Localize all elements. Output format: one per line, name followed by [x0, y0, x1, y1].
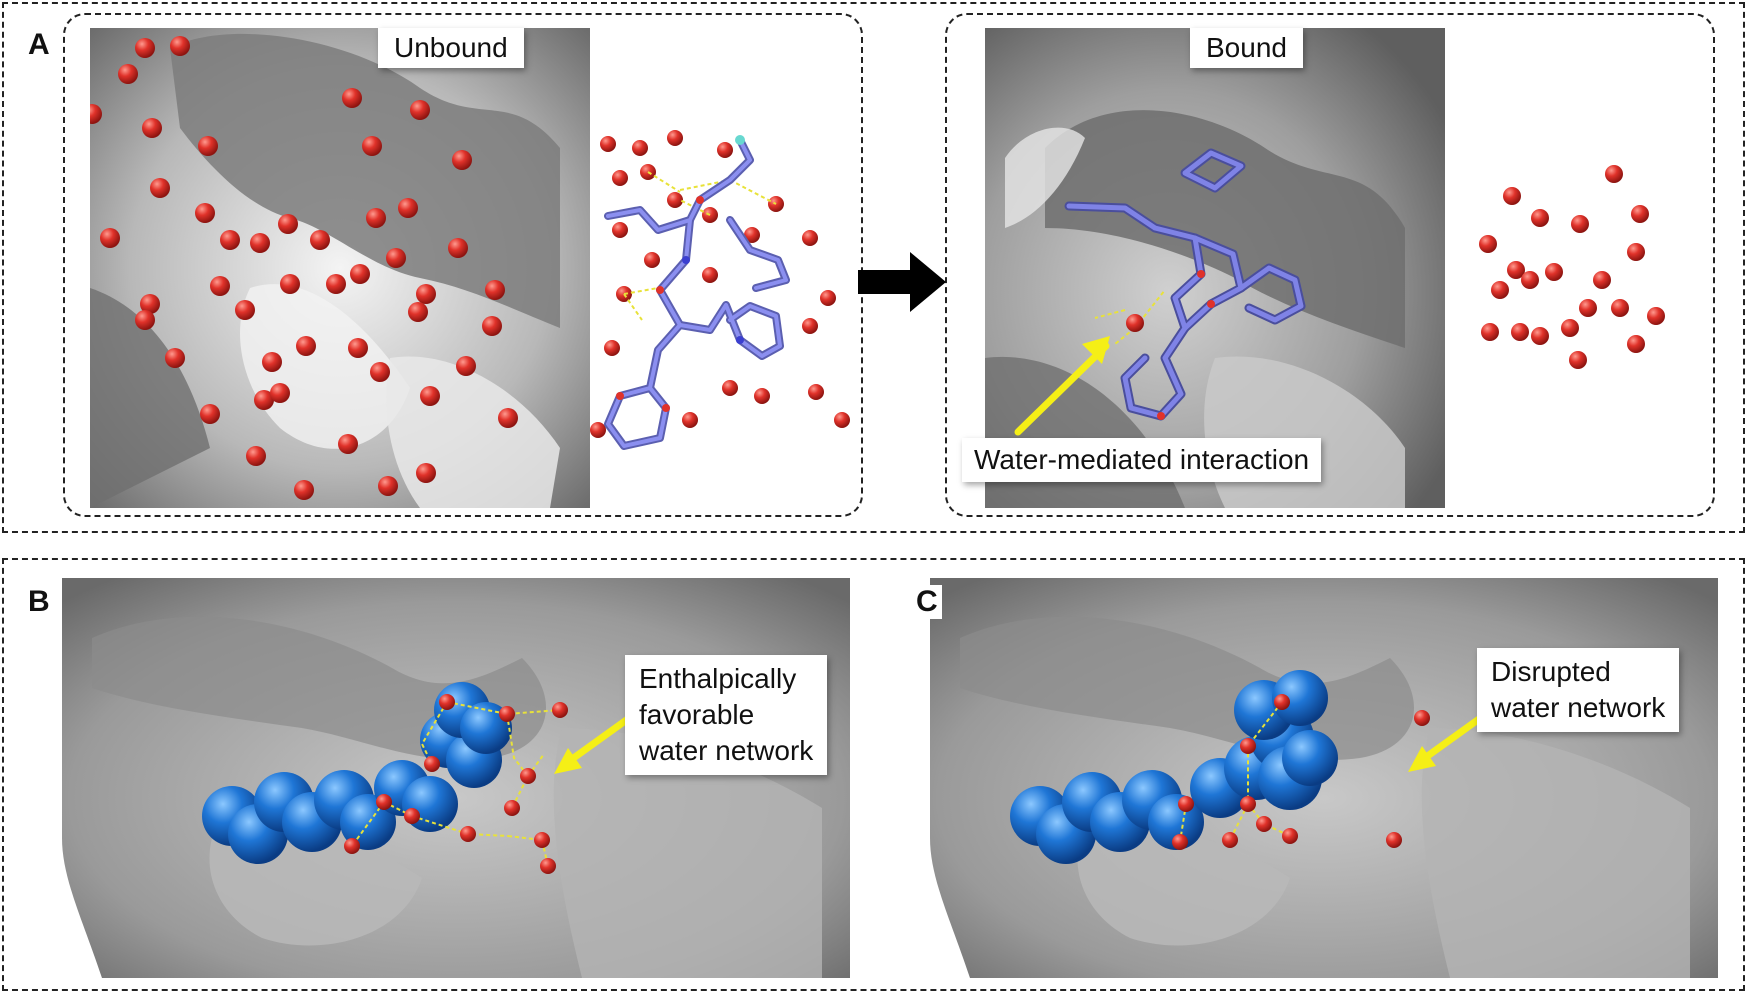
panel-c-protein-surface [930, 578, 1718, 978]
panel-b-callout: Enthalpically favorable water network [625, 655, 828, 775]
unbound-protein-surface [90, 28, 590, 508]
panel-c-callout: Disrupted water network [1477, 648, 1680, 732]
transition-arrow-icon [858, 252, 946, 312]
unbound-label: Unbound [378, 28, 524, 68]
panel-b-letter: B [24, 585, 54, 619]
panel-c-letter: C [912, 585, 942, 619]
panel-a-letter: A [24, 28, 54, 62]
bound-subpanel [945, 13, 1715, 517]
water-mediated-callout: Water-mediated interaction [962, 438, 1322, 482]
panel-a-frame [2, 2, 1745, 533]
panel-b-callout-line-3: water network [639, 735, 814, 766]
bound-protein-surface [985, 28, 1445, 508]
panel-b-callout-line-2: favorable [639, 699, 755, 730]
panel-b-callout-line-1: Enthalpically [639, 663, 797, 694]
panel-b-pointer-arrow-icon [554, 712, 636, 774]
yellow-pointer-arrow-icon [1014, 336, 1110, 436]
panel-bc-frame [2, 558, 1745, 991]
panel-c-pointer-arrow-icon [1408, 710, 1490, 772]
panel-c-callout-line-2: water network [1491, 692, 1666, 723]
unbound-subpanel [63, 13, 863, 517]
bound-label: Bound [1190, 28, 1303, 68]
unbound-ligand-and-waters [590, 130, 850, 450]
panel-b-protein-surface [62, 578, 850, 978]
bound-bulk-waters [1479, 165, 1665, 369]
panel-c-callout-line-1: Disrupted [1491, 656, 1611, 687]
